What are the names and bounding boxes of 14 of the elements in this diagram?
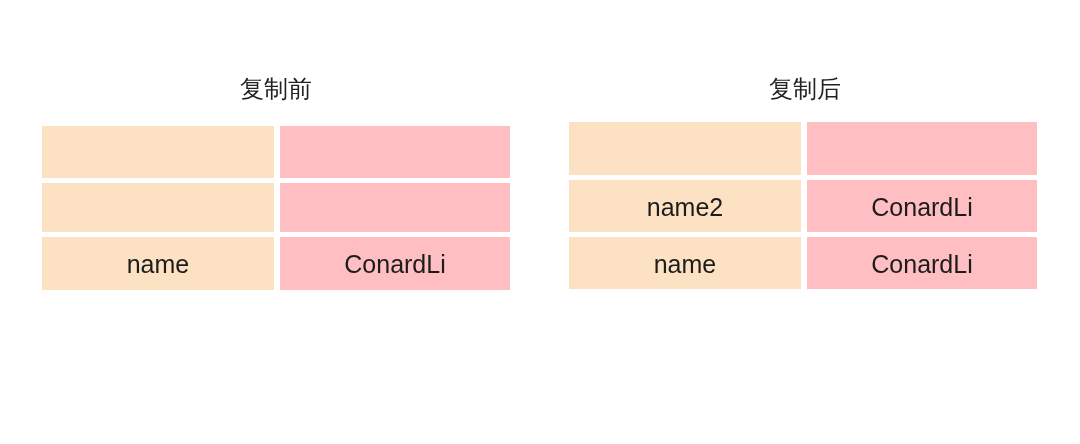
table-cell xyxy=(42,126,274,178)
table-cell xyxy=(807,122,1037,175)
table-cell: ConardLi xyxy=(807,180,1037,232)
table-cell: ConardLi xyxy=(807,237,1037,289)
table-cell xyxy=(280,126,510,178)
table-cell: name2 xyxy=(569,180,801,232)
table-cell xyxy=(569,122,801,175)
table-cell xyxy=(42,183,274,232)
table-title: 复制前 xyxy=(240,75,312,104)
table-cell: name xyxy=(569,237,801,289)
table-title: 复制后 xyxy=(769,75,841,104)
table-cell xyxy=(280,183,510,232)
table-cell: ConardLi xyxy=(280,237,510,290)
table-cell: name xyxy=(42,237,274,290)
